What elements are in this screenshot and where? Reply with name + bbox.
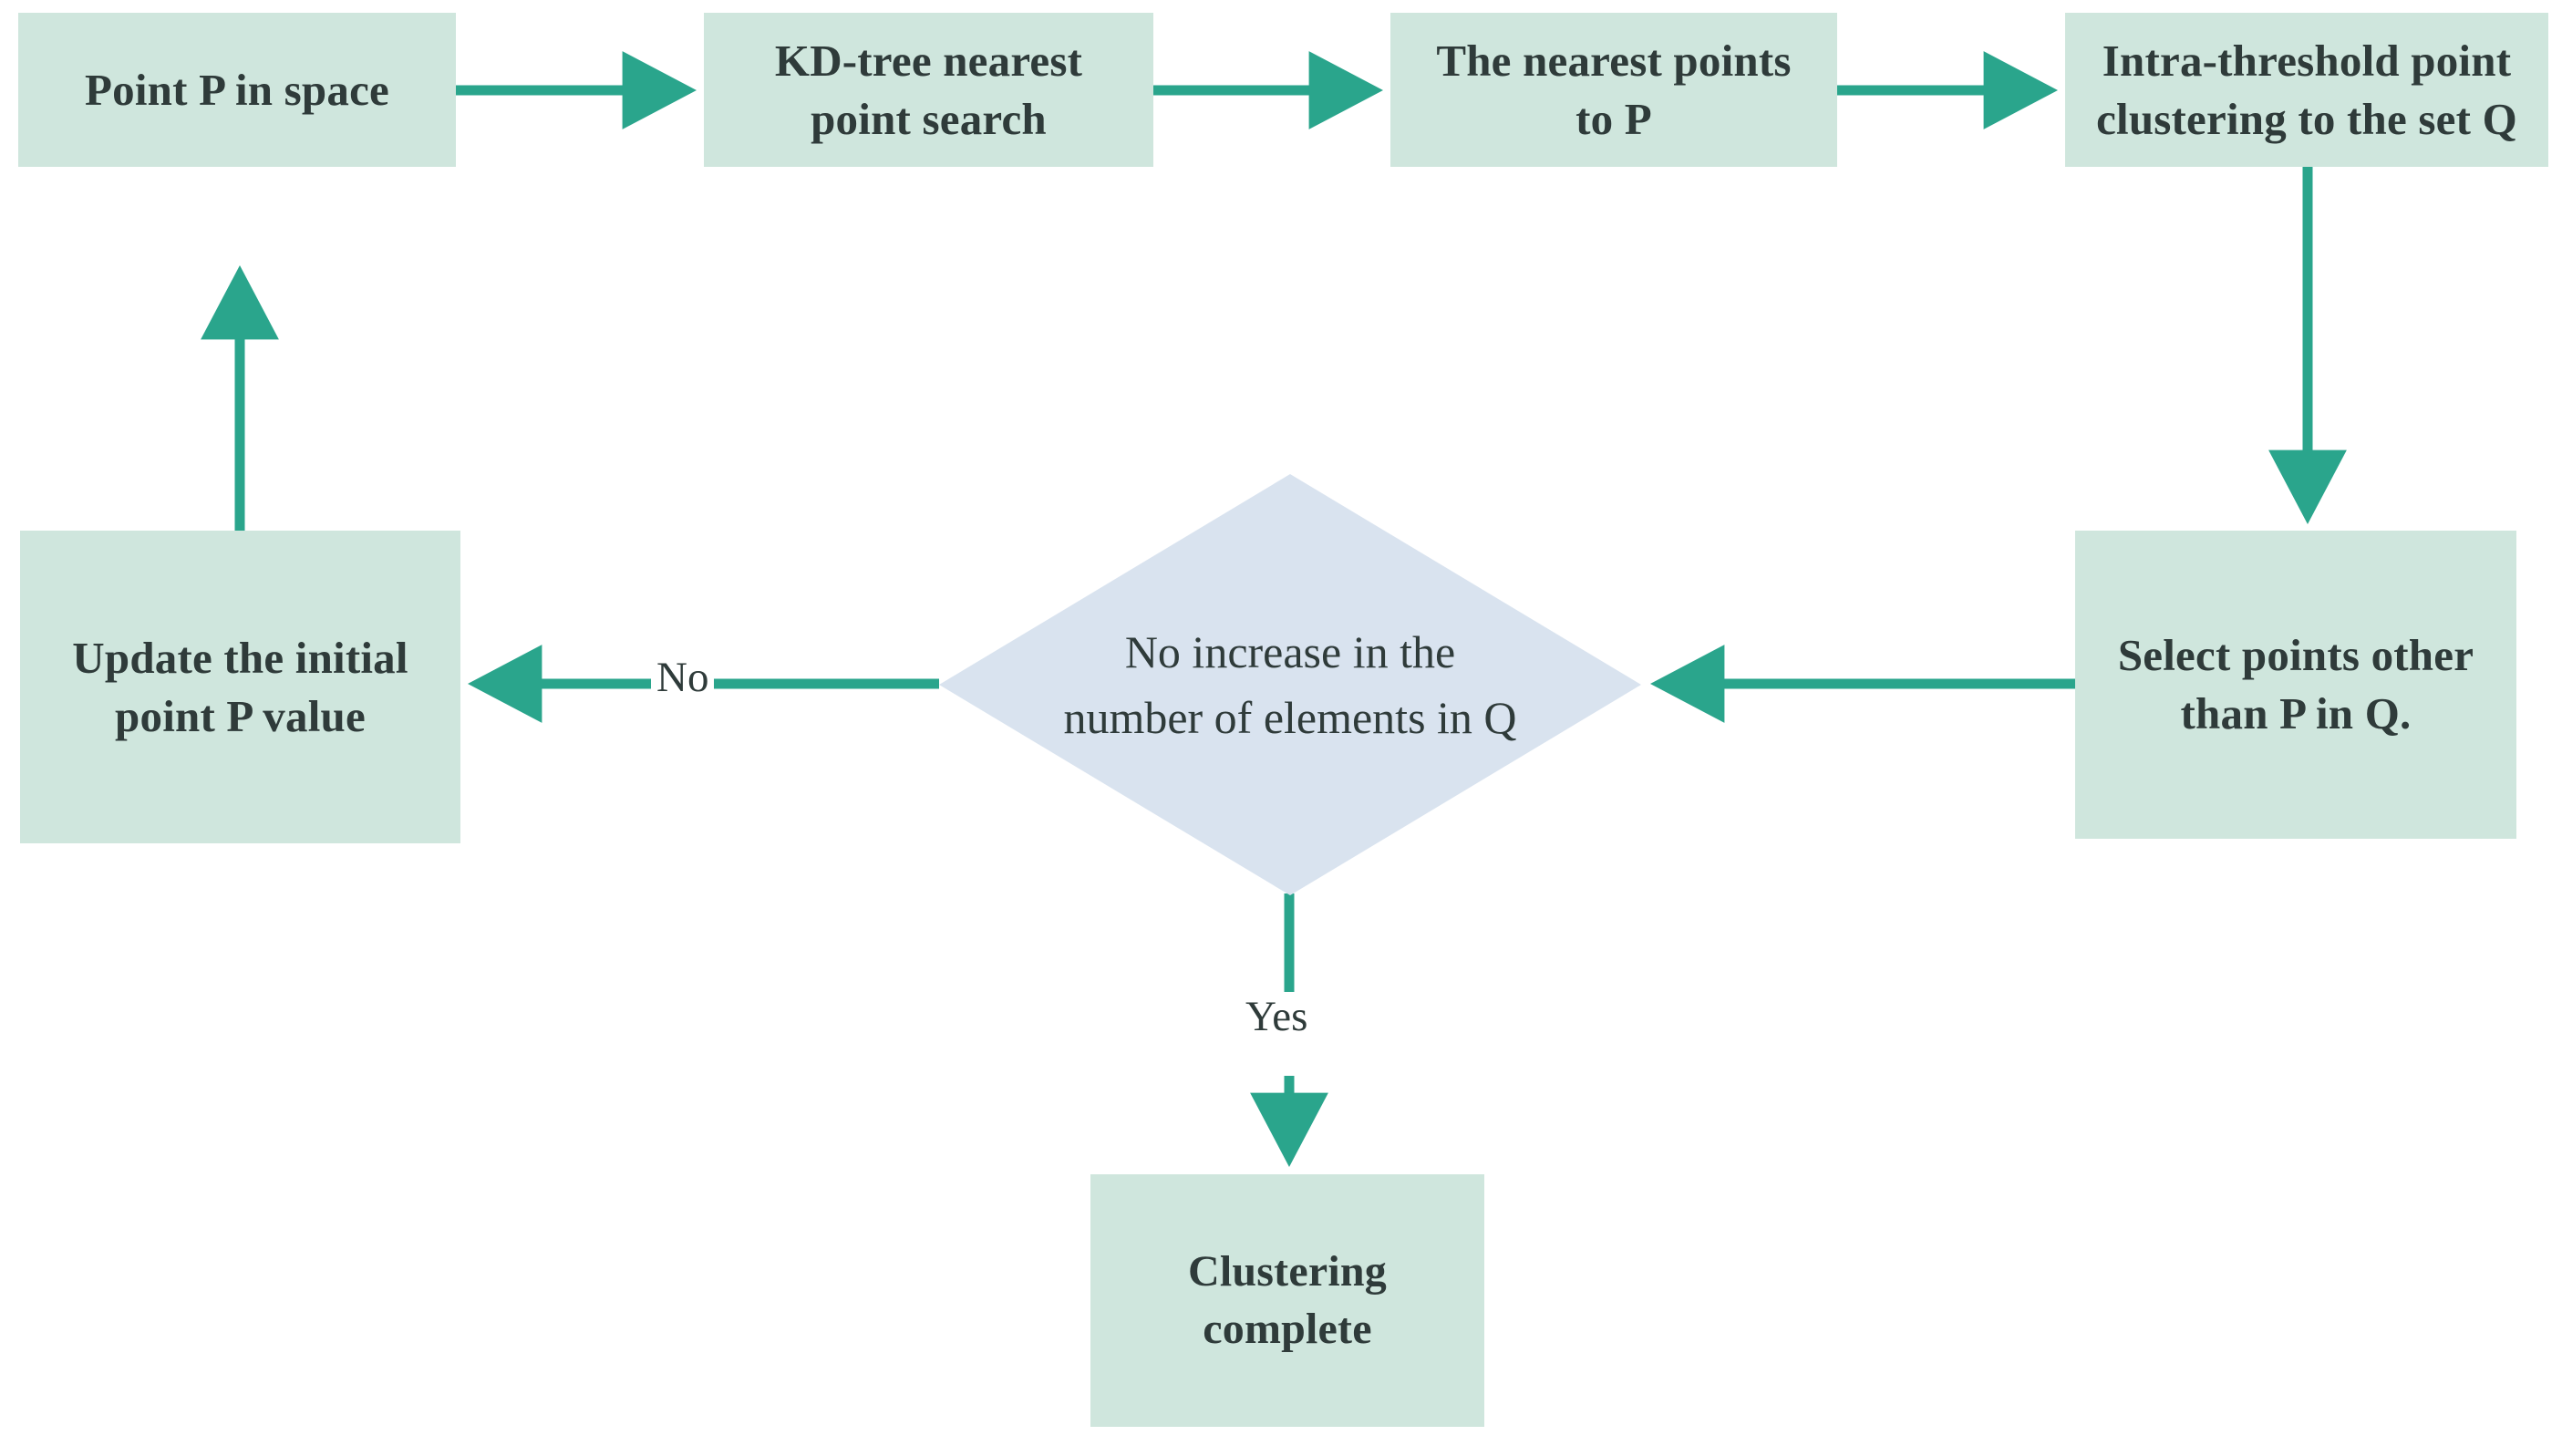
node-label: KD-tree nearest point search [774,35,1083,144]
node-label: The nearest points to P [1436,35,1792,144]
node-label: Intra-threshold point clustering to the … [2096,35,2517,144]
node-clustering-complete[interactable]: Clustering complete [1090,1174,1484,1427]
edge-label-no: No [651,653,715,702]
node-label: Point P in space [85,64,389,115]
node-intra-threshold-point-clustering[interactable]: Intra-threshold point clustering to the … [2065,13,2548,167]
node-label: Update the initial point P value [72,632,408,741]
node-label: Clustering complete [1188,1247,1387,1353]
node-label: Select points other than P in Q. [2117,630,2474,738]
edge-label-yes: Yes [1240,992,1314,1041]
node-the-nearest-points-to-p[interactable]: The nearest points to P [1390,13,1837,167]
node-decision-no-increase-in-elements[interactable]: No increase in the number of elements in… [939,474,1641,895]
node-update-the-initial-point-p-value[interactable]: Update the initial point P value [20,531,460,843]
node-select-points-other-than-p[interactable]: Select points other than P in Q. [2075,531,2516,839]
node-label: No increase in the number of elements in… [1063,625,1517,744]
node-point-p-in-space[interactable]: Point P in space [18,13,456,167]
node-kd-tree-nearest-point-search[interactable]: KD-tree nearest point search [704,13,1153,167]
